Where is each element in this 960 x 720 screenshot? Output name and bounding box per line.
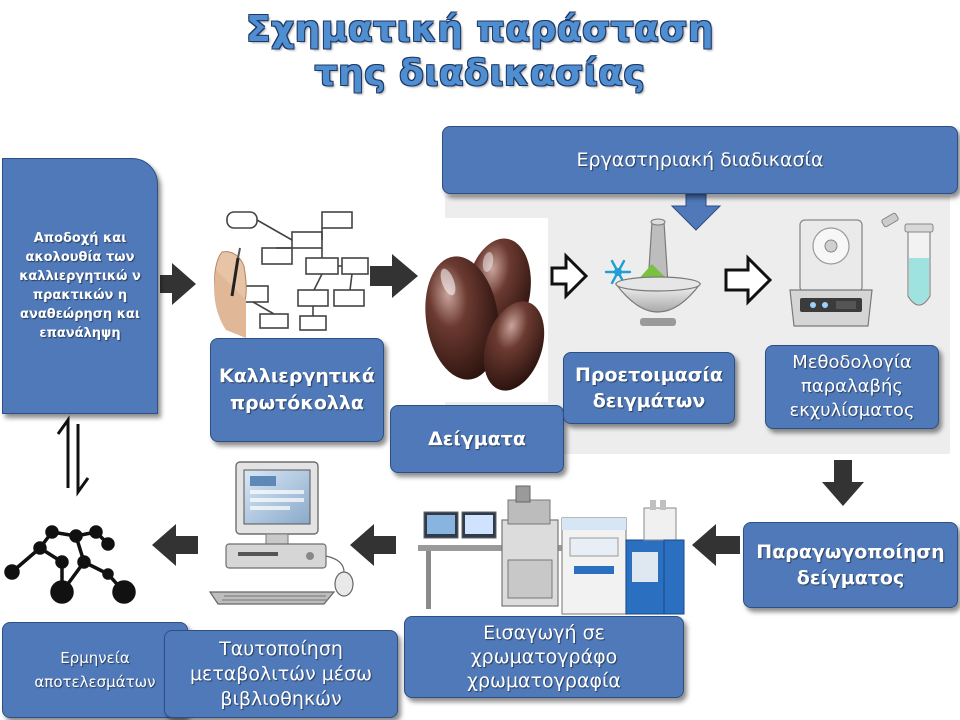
- title-line-1: Σχηματική παράσταση: [245, 9, 715, 50]
- snowflake-icon: [604, 259, 632, 285]
- title-line-2: της διαδικασίας: [314, 53, 646, 94]
- acceptance-label: Αποδοχή και ακολουθία των καλλιεργητικώ …: [19, 231, 141, 341]
- preparation-box: Προετοιμασία δειγμάτων: [563, 352, 735, 424]
- interpretation-label: Ερμηνεία αποτελεσμάτων: [34, 649, 156, 691]
- identification-box: Ταυτοποίηση μεταβολιτών μέσω βιβλιοθηκών: [164, 630, 398, 718]
- hollow-arrows: [550, 252, 773, 306]
- bidirectional-arrow: [56, 415, 90, 497]
- interpretation-box: Ερμηνεία αποτελεσμάτων: [2, 622, 188, 718]
- network-graph-icon: [4, 525, 136, 604]
- arrow-down-1: [822, 460, 864, 506]
- protocols-label: Καλλιεργητικά πρωτόκολλα: [219, 365, 375, 414]
- extraction-box: Μεθοδολογία παραλαβής εκχυλίσματος: [765, 345, 939, 429]
- acceptance-box: Αποδοχή και ακολουθία των καλλιεργητικώ …: [2, 158, 158, 414]
- arrow-left-2: [350, 524, 396, 566]
- samples-label: Δείγματα: [428, 428, 526, 450]
- samples-box: Δείγματα: [390, 405, 564, 473]
- page-title: Σχηματική παράσταση της διαδικασίας: [0, 8, 960, 96]
- olives-photo-icon: [408, 218, 548, 402]
- lab-procedure-label: Εργαστηριακή διαδικασία: [576, 149, 824, 171]
- flowchart-hand-icon: [205, 198, 370, 338]
- centrifuge-icon: [789, 219, 873, 327]
- arrow-right-1: [160, 263, 196, 305]
- arrow-hollow-2: [724, 254, 773, 306]
- arrow-hollow-1: [550, 252, 589, 300]
- extraction-label: Μεθοδολογία παραλαβής εκχυλίσματος: [789, 352, 915, 421]
- mortar-pestle-icon: [614, 218, 702, 326]
- derivatization-box: Παραγωγοποίηση δείγματος: [743, 522, 958, 608]
- protocols-box: Καλλιεργητικά πρωτόκολλα: [210, 338, 384, 442]
- chromatography-box: Εισαγωγή σε χρωματογράφο χρωματογραφία: [404, 616, 684, 698]
- arrow-left-3: [152, 524, 198, 566]
- flow-arrows: [152, 193, 864, 566]
- arrow-right-2: [370, 254, 418, 298]
- arrow-left-1: [692, 524, 740, 566]
- identification-label: Ταυτοποίηση μεταβολιτών μέσω βιβλιοθηκών: [189, 637, 373, 710]
- derivatization-label: Παραγωγοποίηση δείγματος: [756, 541, 945, 589]
- test-tube-icon: [881, 212, 934, 306]
- preparation-label: Προετοιμασία δειγμάτων: [574, 364, 723, 412]
- lab-procedure-box: Εργαστηριακή διαδικασία: [442, 126, 958, 194]
- computer-workstation-icon: [208, 461, 354, 605]
- chromatography-label: Εισαγωγή σε χρωματογράφο χρωματογραφία: [467, 622, 621, 692]
- arrow-down-lab: [670, 193, 722, 231]
- gc-ms-instrument-icon: [418, 485, 685, 615]
